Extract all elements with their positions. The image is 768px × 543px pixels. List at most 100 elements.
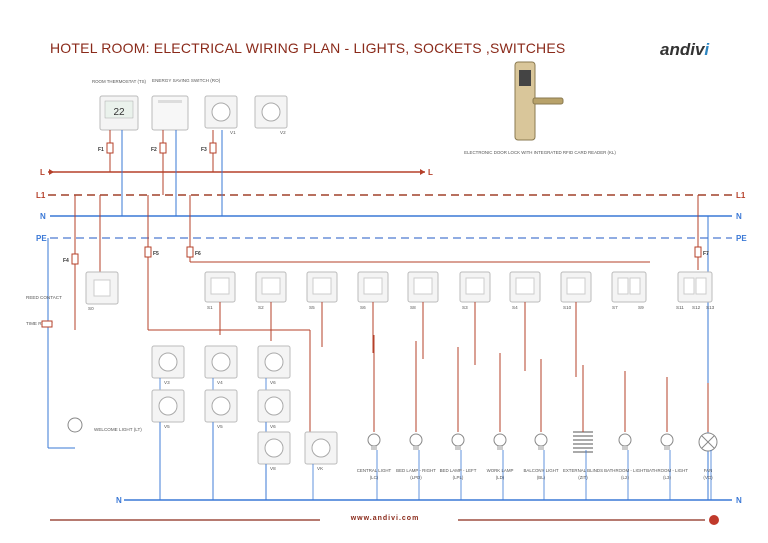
switch-s13-label: S13	[706, 305, 715, 310]
socket: VK	[304, 431, 338, 500]
fuse-f6: F6	[195, 251, 201, 257]
top-sockets: V1 V2	[204, 95, 288, 135]
load-row: CENTRAL LIGHT(LC)BED LAMP - RIGHT(LPD)BE…	[357, 335, 718, 500]
bus-lines	[48, 169, 732, 501]
socket-label: V8	[270, 466, 276, 471]
load-label: BED LAMP - LEFT	[440, 468, 477, 473]
switch-s9-label: S9	[638, 305, 644, 310]
bus-n-right: N	[736, 212, 742, 221]
switch-row: S1 S2 S5 S6 S8 S3 S4 S10 S7 S9 S11 S12 S13	[204, 271, 715, 377]
socket-v2-label: V2	[280, 130, 286, 135]
thermostat-label: ROOM THERMOSTAT (TS)	[92, 79, 147, 84]
switch-3: S5	[306, 271, 338, 347]
bus-l1-left: L1	[36, 191, 46, 200]
load-label: WORK LAMP	[487, 468, 514, 473]
load-label-code: (BL)	[537, 475, 546, 480]
load-label-code: (ZIT)	[578, 475, 588, 480]
fuse-f5: F5	[153, 251, 159, 257]
switch-label: S4	[512, 305, 518, 310]
reed-contact-label: REED CONTACT	[26, 295, 62, 300]
switch-s0-label: S0	[88, 306, 94, 311]
load-label-code: (LPD)	[410, 475, 422, 480]
load-label-code: (LPL)	[453, 475, 464, 480]
switch-label: S10	[563, 305, 572, 310]
load-4: WORK LAMP (LD)	[487, 353, 514, 500]
fuse-f1: F1	[98, 147, 104, 153]
load-label: CENTRAL LIGHT	[357, 468, 392, 473]
double-switch-1	[677, 271, 713, 303]
switch-6: S3	[459, 271, 491, 365]
load-label: EXTERNAL BLINDS	[563, 468, 603, 473]
logo-accent: i	[704, 40, 710, 59]
load-label: BATHROOM - LIGHT	[604, 468, 646, 473]
switch-s7-label: S7	[612, 305, 618, 310]
energy-switch-label: ENERGY SAVING SWITCH (RO)	[152, 78, 221, 83]
socket: V3	[151, 345, 185, 500]
load-label-code: (L3)	[663, 475, 671, 480]
page-title: HOTEL ROOM: ELECTRICAL WIRING PLAN - LIG…	[50, 40, 566, 56]
time-relay-label: TIME RELAY	[26, 321, 53, 326]
load-label: BATHROOM - LIGHT	[646, 468, 688, 473]
thermostat-display: 22	[113, 107, 125, 118]
bus-l-left: L	[40, 168, 45, 177]
logo-text: andiv	[660, 40, 705, 59]
switch-s0: S0	[85, 271, 119, 311]
socket: V4	[204, 345, 238, 500]
bus-labels: L L L1 L1 N N PE PE N N	[36, 168, 747, 505]
load-9: FAN (VO)	[698, 383, 718, 500]
load-7: BATHROOM - LIGHT (L2)	[604, 371, 646, 500]
switch-label: S3	[462, 305, 468, 310]
socket-label: VK	[317, 466, 324, 471]
bus-pe-right: PE	[736, 234, 747, 243]
switch-8: S10	[560, 271, 592, 377]
door-lock-label: ELECTRONIC DOOR LOCK WITH INTEGRATED RFI…	[464, 150, 616, 155]
switch-5: S8	[407, 271, 439, 359]
load-label: BED LAMP - RIGHT	[396, 468, 436, 473]
socket-label: V5	[164, 424, 170, 429]
fuses: F1 F2 F3 F4 F5 F6 F7	[63, 142, 709, 265]
reed-relay: REED CONTACT TIME RELAY WELCOME LIGHT (L…	[26, 295, 142, 433]
socket-label: V5	[217, 424, 223, 429]
socket: V5	[151, 389, 185, 500]
fuse-f3: F3	[201, 147, 207, 153]
switch-s11-label: S11	[676, 305, 684, 310]
bus-n-bottom-right: N	[736, 496, 742, 505]
load-6: EXTERNAL BLINDS (ZIT)	[563, 365, 603, 500]
switch-label: S1	[207, 305, 213, 310]
brand-logo: andivi	[660, 40, 709, 60]
switch-label: S6	[360, 305, 366, 310]
switch-label: S2	[258, 305, 264, 310]
load-label-code: (L2)	[621, 475, 629, 480]
socket: V5	[204, 389, 238, 500]
socket-label: V4	[217, 380, 223, 385]
switch-label: S8	[410, 305, 416, 310]
welcome-light-label: WELCOME LIGHT (LT)	[94, 427, 142, 432]
switch-7: S4	[509, 271, 541, 371]
bus-l-right: L	[428, 168, 433, 177]
load-label-code: (LC)	[370, 475, 379, 480]
socket: V8	[257, 431, 291, 500]
load-label: BALCONY LIGHT	[523, 468, 558, 473]
load-label-code: (LD)	[496, 475, 505, 480]
bus-n-left: N	[40, 212, 46, 221]
socket-label: V6	[270, 380, 276, 385]
fuse-f7: F7	[703, 251, 709, 257]
load-label-code: (VO)	[703, 475, 713, 480]
load-1: CENTRAL LIGHT (LC)	[357, 335, 392, 500]
load-label: FAN	[704, 468, 713, 473]
bus-n-bottom-left: N	[116, 496, 122, 505]
fuse-f2: F2	[151, 147, 157, 153]
switch-s12-label: S12	[692, 305, 701, 310]
socket-v1-label: V1	[230, 130, 236, 135]
energy-saving-switch: ENERGY SAVING SWITCH (RO)	[151, 78, 221, 131]
thermostat: 22 ROOM THERMOSTAT (TS)	[92, 79, 147, 131]
load-5: BALCONY LIGHT (BL)	[523, 359, 559, 500]
load-2: BED LAMP - RIGHT (LPD)	[396, 341, 436, 500]
fuse-f4: F4	[63, 258, 69, 264]
door-lock: ELECTRONIC DOOR LOCK WITH INTEGRATED RFI…	[464, 61, 616, 155]
socket-label: V3	[164, 380, 170, 385]
switch-label: S5	[309, 305, 315, 310]
switch-2: S2	[255, 271, 287, 341]
